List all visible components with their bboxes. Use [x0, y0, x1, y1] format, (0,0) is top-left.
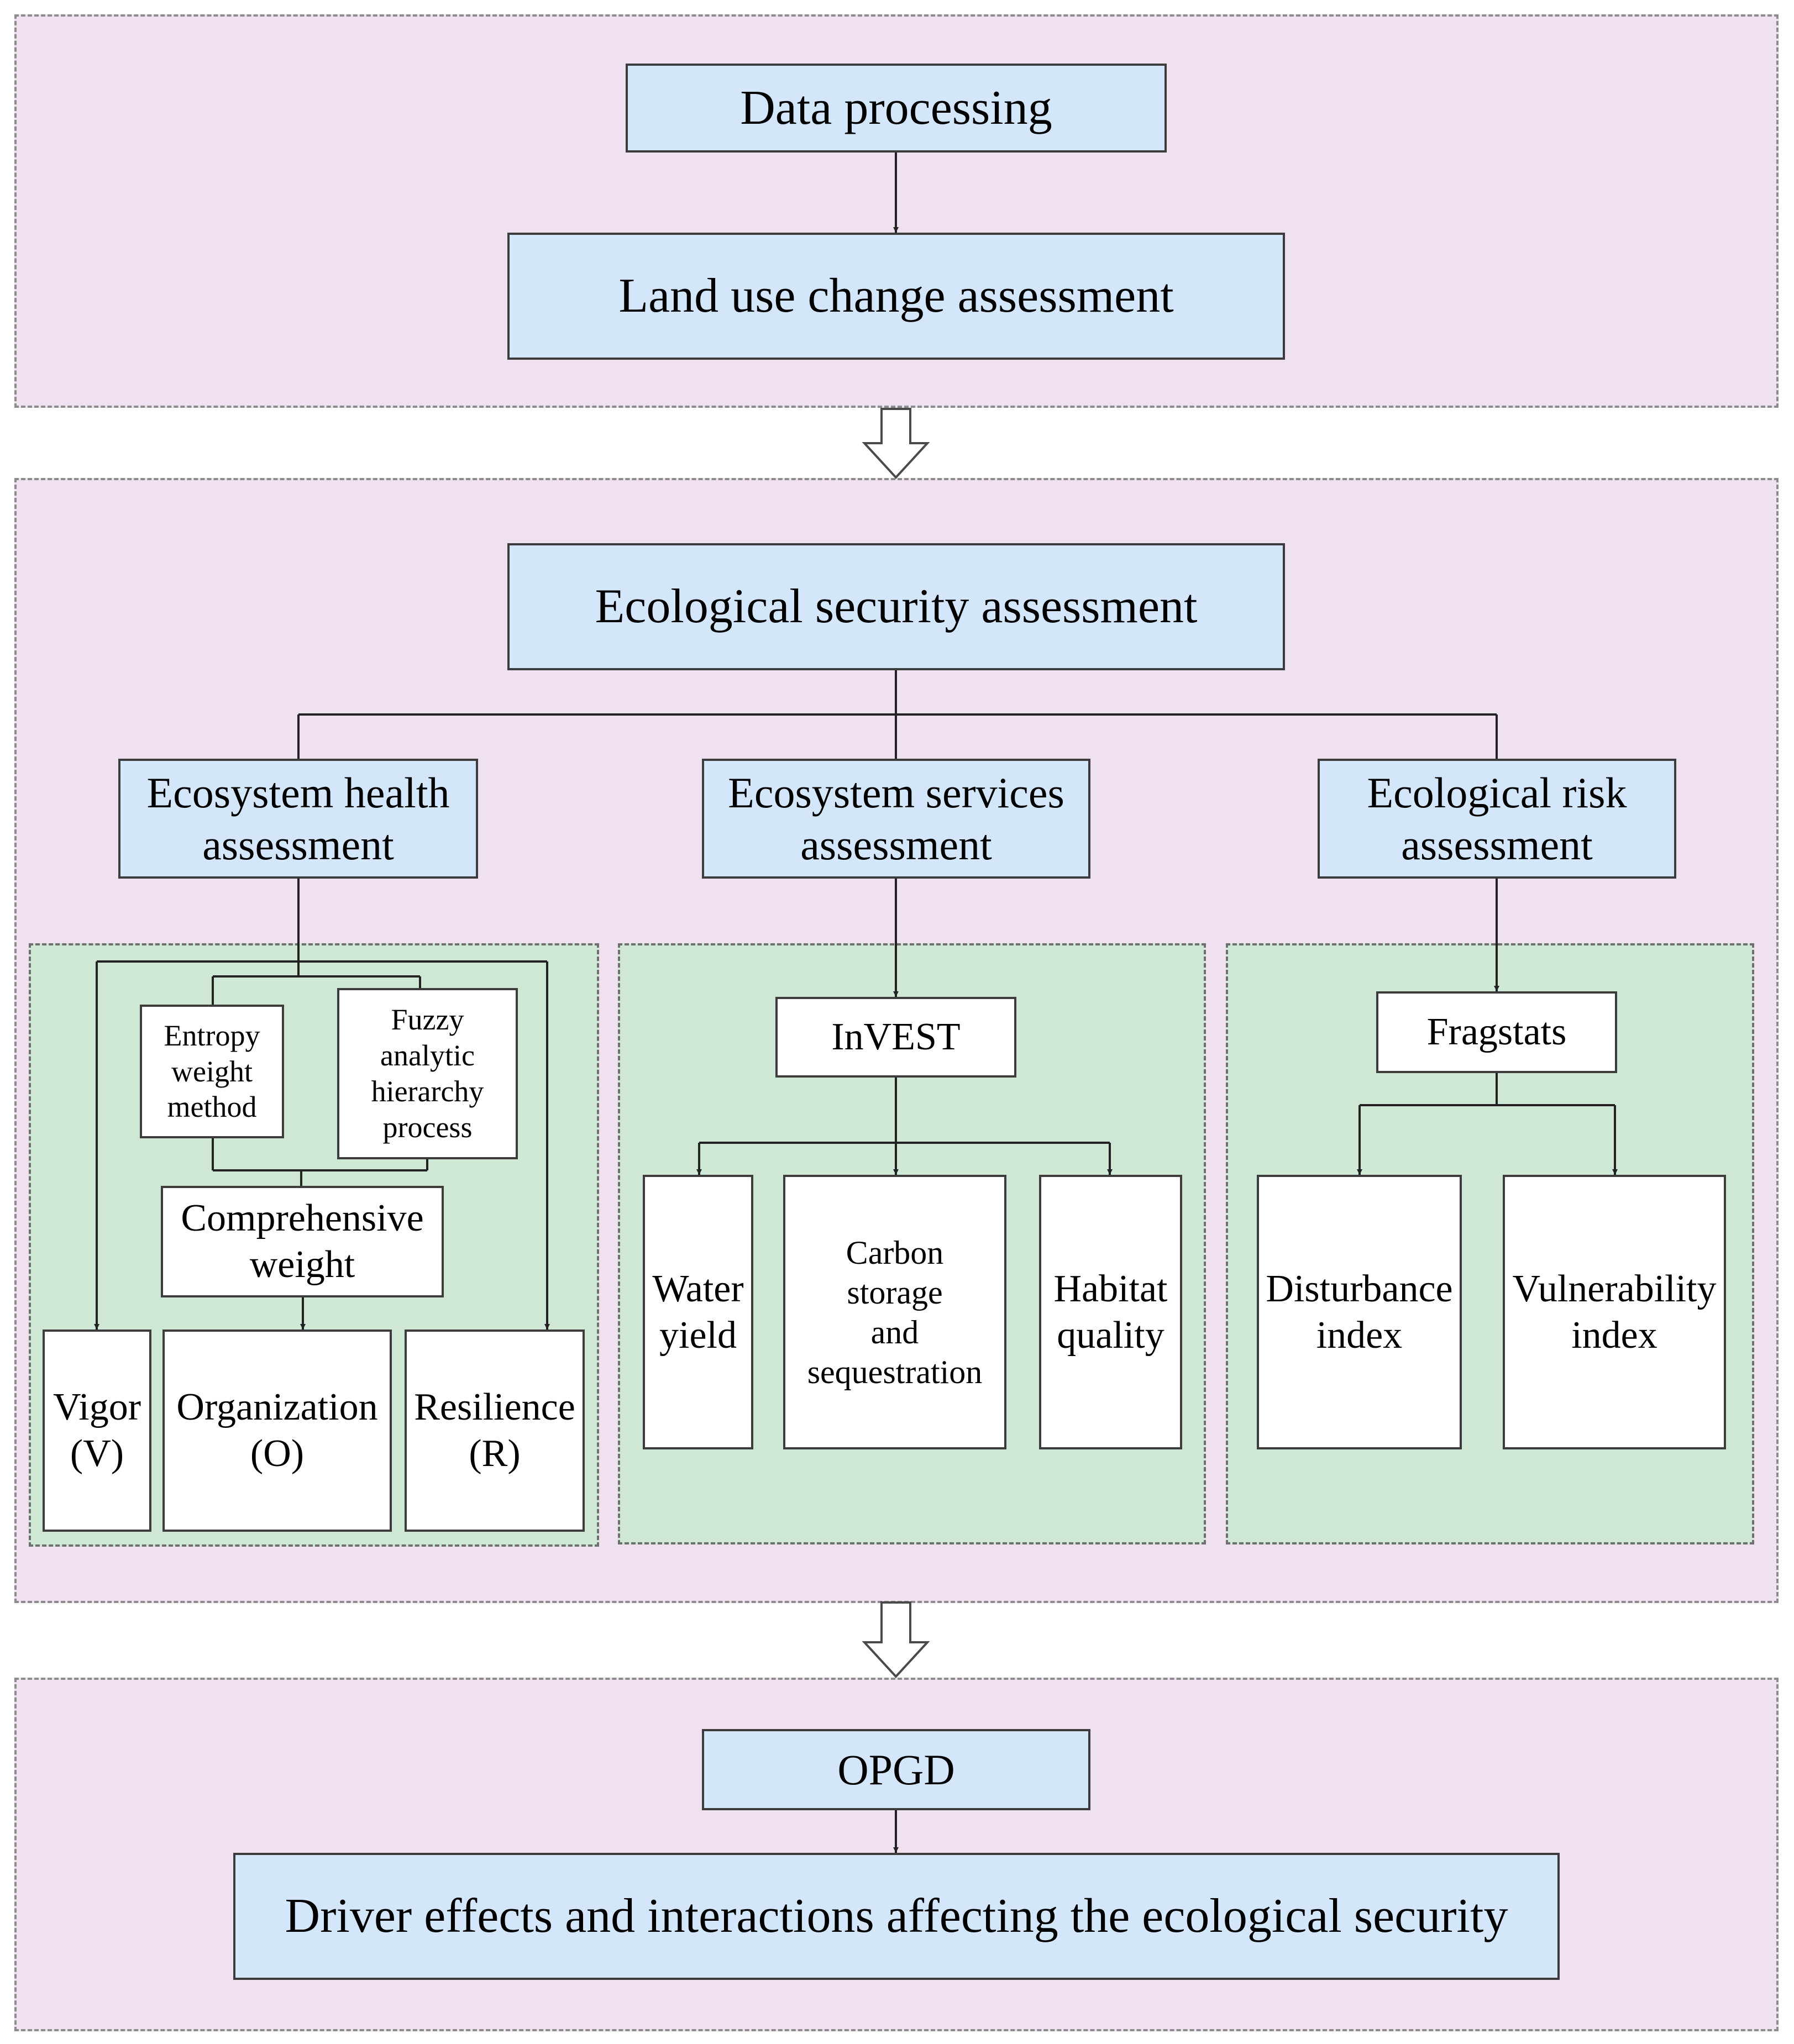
habitat-quality-label: Habitat quality — [1053, 1267, 1168, 1357]
water-yield-box: Water yield — [643, 1175, 753, 1449]
disturbance-index-label: Disturbance index — [1266, 1267, 1453, 1357]
carbon-storage-label: Carbon storage and sequestration — [807, 1234, 983, 1390]
habitat-quality-box: Habitat quality — [1039, 1175, 1182, 1449]
comprehensive-weight-label: Comprehensive weight — [181, 1197, 424, 1286]
entropy-weight-box: Entropy weight method — [140, 1005, 284, 1138]
driver-effects-box: Driver effects and interactions affectin… — [233, 1853, 1560, 1980]
data-processing-label: Data processing — [740, 81, 1052, 135]
data-processing-box: Data processing — [626, 64, 1167, 153]
fragstats-label: Fragstats — [1426, 1011, 1567, 1053]
ecological-risk-box: Ecological risk assessment — [1318, 759, 1676, 879]
vulnerability-index-box: Vulnerability index — [1503, 1175, 1726, 1449]
disturbance-index-box: Disturbance index — [1257, 1175, 1462, 1449]
invest-box: InVEST — [775, 997, 1016, 1078]
land-use-change-label: Land use change assessment — [618, 269, 1174, 323]
fuzzy-ahp-label: Fuzzy analytic hierarchy process — [371, 1003, 484, 1144]
vulnerability-index-label: Vulnerability index — [1512, 1267, 1717, 1357]
driver-effects-label: Driver effects and interactions affectin… — [285, 1889, 1508, 1943]
resilience-label: Resilience (R) — [414, 1386, 575, 1475]
ecological-risk-label: Ecological risk assessment — [1367, 768, 1627, 869]
ecological-security-box: Ecological security assessment — [507, 543, 1285, 670]
comprehensive-weight-box: Comprehensive weight — [161, 1186, 444, 1297]
water-yield-label: Water yield — [652, 1267, 744, 1357]
opgd-label: OPGD — [837, 1745, 955, 1794]
organization-label: Organization (O) — [176, 1386, 378, 1475]
invest-label: InVEST — [831, 1016, 961, 1058]
ecological-security-label: Ecological security assessment — [595, 580, 1198, 634]
stage-arrow-1-to-2 — [862, 408, 930, 479]
stage-arrow-2-to-3 — [862, 1601, 930, 1678]
land-use-change-box: Land use change assessment — [507, 233, 1285, 360]
ecosystem-services-label: Ecosystem services assessment — [728, 768, 1064, 869]
ecosystem-health-label: Ecosystem health assessment — [146, 768, 450, 869]
ecosystem-services-box: Ecosystem services assessment — [702, 759, 1090, 879]
fragstats-box: Fragstats — [1376, 991, 1617, 1073]
vigor-label: Vigor (V) — [53, 1386, 141, 1475]
carbon-storage-box: Carbon storage and sequestration — [783, 1175, 1006, 1449]
resilience-box: Resilience (R) — [405, 1330, 585, 1532]
vigor-box: Vigor (V) — [43, 1330, 151, 1532]
opgd-box: OPGD — [702, 1729, 1090, 1810]
fuzzy-ahp-box: Fuzzy analytic hierarchy process — [337, 988, 518, 1159]
entropy-weight-label: Entropy weight method — [164, 1018, 260, 1124]
ecosystem-health-box: Ecosystem health assessment — [118, 759, 478, 879]
organization-box: Organization (O) — [162, 1330, 392, 1532]
